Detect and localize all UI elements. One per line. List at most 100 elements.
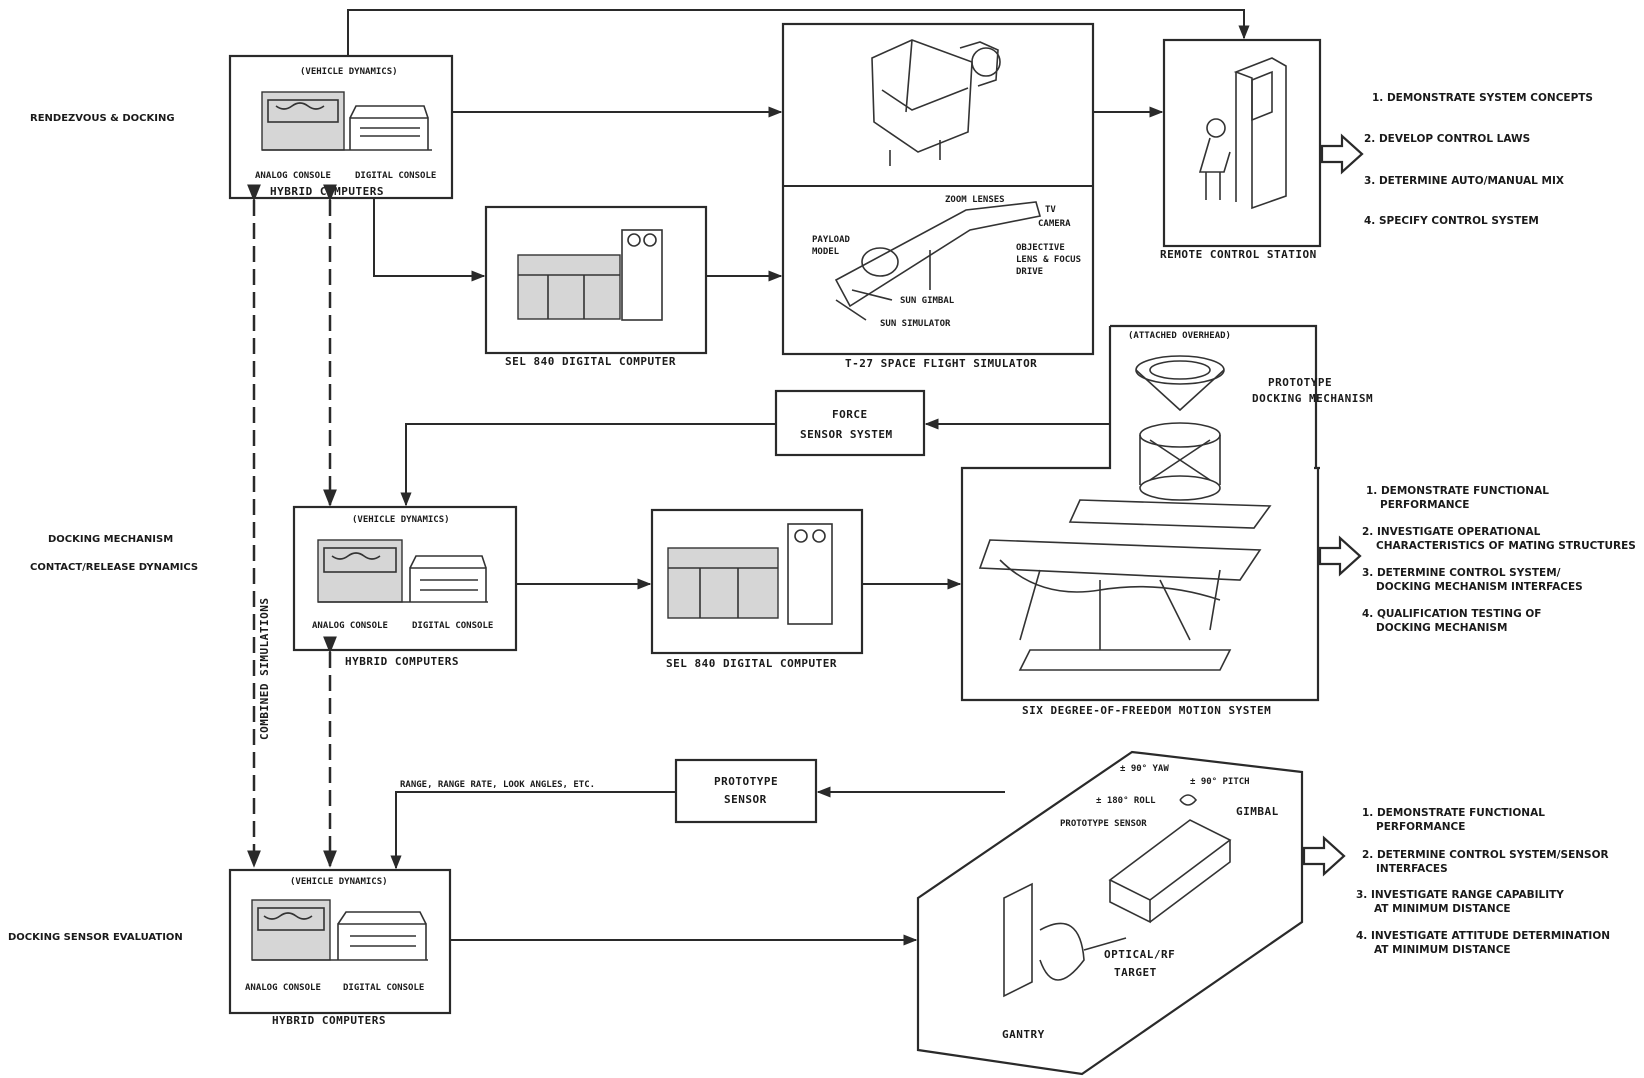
gimbal-sensor-sketch: [1108, 794, 1232, 924]
t27-lower-sketch: [834, 201, 1042, 321]
prototype-sensor-box: PROTOTYPE SENSOR: [674, 758, 818, 824]
sel840-1-sketch: [517, 229, 663, 321]
obj2-item-4b: DOCKING MECHANISM: [1376, 622, 1507, 634]
sel840-computer-2: SEL 840 DIGITAL COMPUTER: [650, 508, 864, 670]
hybrid3-title: HYBRID COMPUTERS: [272, 1014, 386, 1027]
hybrid2-analog-label: ANALOG CONSOLE: [312, 621, 388, 631]
arrow-protosensor-to-hybrid3: [390, 791, 676, 870]
gantry-test-facility: ± 90° YAW ± 90° PITCH ± 180° ROLL GIMBAL…: [916, 750, 1304, 1076]
t27-sun-simulator: SUN SIMULATOR: [880, 319, 951, 329]
t27-camera: CAMERA: [1038, 219, 1071, 229]
six-dof-attached-overhead: (ATTACHED OVERHEAD): [1128, 331, 1231, 341]
hybrid3-vehicle-dynamics: (VEHICLE DYNAMICS): [290, 877, 388, 887]
obj2-item-3b: DOCKING MECHANISM INTERFACES: [1376, 581, 1583, 593]
objectives-docking-mechanism: 1. DEMONSTRATE FUNCTIONAL PERFORMANCE 2.…: [1362, 485, 1636, 634]
remote-station-title: REMOTE CONTROL STATION: [1160, 248, 1317, 261]
gantry-gantry: GANTRY: [1002, 1028, 1045, 1041]
obj1-item-3: 3. DETERMINE AUTO/MANUAL MIX: [1364, 175, 1564, 187]
hybrid2-vehicle-dynamics: (VEHICLE DYNAMICS): [352, 515, 450, 525]
hybrid3-digital-label: DIGITAL CONSOLE: [343, 983, 424, 993]
hybrid2-title: HYBRID COMPUTERS: [345, 655, 459, 668]
optical-target-sketch: [1003, 882, 1127, 998]
t27-upper-sketch: [871, 39, 1001, 166]
six-dof-prototype: PROTOTYPE: [1268, 376, 1332, 389]
obj3-item-3b: AT MINIMUM DISTANCE: [1374, 903, 1511, 915]
hybrid-computers-3: (VEHICLE DYNAMICS) ANALOG CONSOLE DIGITA…: [228, 868, 452, 1027]
gantry-yaw: ± 90° YAW: [1120, 764, 1169, 774]
output-arrow-1: [1320, 133, 1364, 175]
hybrid1-vehicle-dynamics: (VEHICLE DYNAMICS): [300, 67, 398, 77]
output-arrow-2: [1318, 535, 1362, 577]
t27-simulator: ZOOM LENSES TV CAMERA PAYLOAD MODEL OBJE…: [781, 22, 1095, 370]
arrow-hybrid1-to-remote: [347, 9, 1250, 56]
hybrid-computers-2: (VEHICLE DYNAMICS) ANALOG CONSOLE DIGITA…: [292, 505, 518, 668]
t27-zoom-lenses: ZOOM LENSES: [945, 195, 1005, 205]
remote-control-station: REMOTE CONTROL STATION: [1160, 38, 1322, 261]
gantry-gimbal: GIMBAL: [1236, 805, 1279, 818]
hybrid1-console-sketch: [261, 91, 432, 151]
t27-sun-gimbal: SUN GIMBAL: [900, 296, 955, 306]
hybrid1-title: HYBRID COMPUTERS: [270, 185, 384, 198]
obj3-item-1b: PERFORMANCE: [1376, 821, 1465, 833]
label-contact-release: CONTACT/RELEASE DYNAMICS: [30, 562, 198, 573]
obj2-item-2a: 2. INVESTIGATE OPERATIONAL: [1362, 526, 1541, 538]
obj3-item-4b: AT MINIMUM DISTANCE: [1374, 944, 1511, 956]
t27-drive: DRIVE: [1016, 267, 1043, 277]
gantry-roll: ± 180° ROLL: [1096, 796, 1156, 806]
sel840-1-title: SEL 840 DIGITAL COMPUTER: [505, 355, 676, 368]
obj2-item-4a: 4. QUALIFICATION TESTING OF: [1362, 608, 1541, 620]
combined-simulation-links: COMBINED SIMULATIONS: [247, 184, 337, 868]
obj3-item-2b: INTERFACES: [1376, 863, 1448, 875]
docking-mechanism-sketch: [1135, 355, 1225, 501]
t27-lens-focus: LENS & FOCUS: [1016, 255, 1081, 265]
connectors: [347, 9, 1250, 946]
label-docking-mechanism: DOCKING MECHANISM: [48, 534, 173, 545]
output-arrows: [1302, 133, 1364, 877]
combined-simulations-label: COMBINED SIMULATIONS: [258, 598, 271, 740]
hybrid1-digital-label: DIGITAL CONSOLE: [355, 171, 436, 181]
objectives-rendezvous: 1. DEMONSTRATE SYSTEM CONCEPTS 2. DEVELO…: [1364, 92, 1593, 227]
gantry-target: TARGET: [1114, 966, 1157, 979]
six-dof-title: SIX DEGREE-OF-FREEDOM MOTION SYSTEM: [1022, 704, 1271, 717]
arrow-force-to-hybrid2: [400, 423, 776, 507]
hybrid2-digital-label: DIGITAL CONSOLE: [412, 621, 493, 631]
six-dof-docking-mechanism: DOCKING MECHANISM: [1252, 392, 1373, 405]
motion-platform-sketch: [978, 499, 1272, 671]
sel840-2-sketch: [667, 523, 833, 625]
label-docking-sensor-eval: DOCKING SENSOR EVALUATION: [8, 932, 183, 943]
objectives-sensor-evaluation: 1. DEMONSTRATE FUNCTIONAL PERFORMANCE 2.…: [1356, 807, 1610, 956]
hybrid3-analog-label: ANALOG CONSOLE: [245, 983, 321, 993]
gantry-prototype-sensor: PROTOTYPE SENSOR: [1060, 819, 1147, 829]
output-arrow-3: [1302, 835, 1346, 877]
t27-model: MODEL: [812, 247, 840, 257]
arrow-hybrid1-to-sel1: [373, 198, 486, 282]
obj2-item-1b: PERFORMANCE: [1380, 499, 1469, 511]
obj3-item-1a: 1. DEMONSTRATE FUNCTIONAL: [1362, 807, 1545, 819]
obj2-item-2b: CHARACTERISTICS OF MATING STRUCTURES: [1376, 540, 1636, 552]
label-rendezvous-docking: RENDEZVOUS & DOCKING: [30, 113, 175, 124]
obj1-item-1: 1. DEMONSTRATE SYSTEM CONCEPTS: [1372, 92, 1593, 104]
t27-title: T-27 SPACE FLIGHT SIMULATOR: [845, 357, 1037, 370]
gantry-optical-rf: OPTICAL/RF: [1104, 948, 1175, 961]
six-dof-motion-system: (ATTACHED OVERHEAD) PROTOTYPE DOCKING ME…: [960, 324, 1373, 717]
t27-payload: PAYLOAD: [812, 235, 851, 245]
obj1-item-4: 4. SPECIFY CONTROL SYSTEM: [1364, 215, 1539, 227]
obj3-item-4a: 4. INVESTIGATE ATTITUDE DETERMINATION: [1356, 930, 1610, 942]
prototype-sensor-line2: SENSOR: [724, 793, 767, 806]
force-sensor-line2: SENSOR SYSTEM: [800, 428, 893, 441]
obj3-item-2a: 2. DETERMINE CONTROL SYSTEM/SENSOR: [1362, 849, 1609, 861]
hybrid2-console-sketch: [317, 539, 488, 603]
t27-tv: TV: [1045, 205, 1056, 215]
obj3-item-3a: 3. INVESTIGATE RANGE CAPABILITY: [1356, 889, 1564, 901]
hybrid1-analog-label: ANALOG CONSOLE: [255, 171, 331, 181]
force-sensor-system: FORCE SENSOR SYSTEM: [774, 389, 926, 457]
range-rate-label: RANGE, RANGE RATE, LOOK ANGLES, ETC.: [400, 780, 595, 790]
t27-objective: OBJECTIVE: [1016, 243, 1065, 253]
prototype-sensor-line1: PROTOTYPE: [714, 775, 778, 788]
obj2-item-1a: 1. DEMONSTRATE FUNCTIONAL: [1366, 485, 1549, 497]
obj2-item-3a: 3. DETERMINE CONTROL SYSTEM/: [1362, 567, 1561, 579]
remote-station-sketch: [1198, 57, 1287, 210]
obj1-item-2: 2. DEVELOP CONTROL LAWS: [1364, 133, 1530, 145]
